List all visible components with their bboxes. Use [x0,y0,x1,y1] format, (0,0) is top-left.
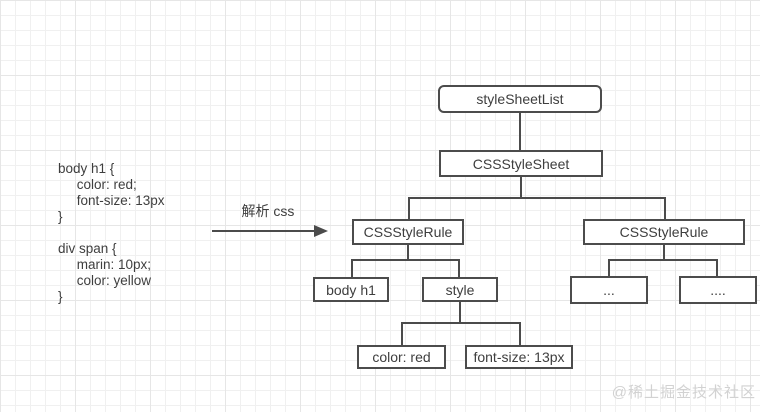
node-cssstylesheet: CSSStyleSheet [439,150,603,177]
code-line: body h1 { [58,161,115,176]
node-ellipsis-short: ... [570,276,648,304]
connector [716,259,718,277]
node-cssstylerule-left: CSSStyleRule [352,219,464,245]
connector [351,259,353,277]
connector [401,322,521,324]
connector [519,322,521,345]
code-line: color: red; [58,177,137,192]
code-line [58,225,165,241]
node-cssstylerule-right: CSSStyleRule [583,219,745,245]
code-line: color: yellow [58,273,152,288]
connector [401,322,403,345]
node-selector-body-h1: body h1 [313,277,389,302]
connector [664,197,666,219]
code-line: div span { [58,241,117,256]
connector [408,197,410,219]
connector [459,302,461,324]
arrow-line [212,230,316,232]
connector [407,245,409,261]
arrow-head-icon [314,225,328,237]
code-line: } [58,289,63,304]
node-stylesheetlist: styleSheetList [438,85,602,113]
connector [608,259,610,277]
code-line: marin: 10px; [58,257,152,272]
parse-css-label: 解析 css [241,203,295,219]
watermark: @稀土掘金技术社区 [611,384,756,401]
connector [519,113,521,150]
node-style: style [422,277,498,302]
connector [520,177,522,198]
node-declaration-fontsize: font-size: 13px [465,345,573,369]
connector [608,259,718,261]
code-line: } [58,209,63,224]
code-line: font-size: 13px [58,193,165,208]
connector [351,259,460,261]
connector [458,259,460,277]
connector [408,197,666,199]
css-code-block: body h1 { color: red; font-size: 13px } … [58,161,165,305]
node-ellipsis-long: .... [679,276,757,304]
connector [663,245,665,261]
node-declaration-color: color: red [357,345,446,369]
